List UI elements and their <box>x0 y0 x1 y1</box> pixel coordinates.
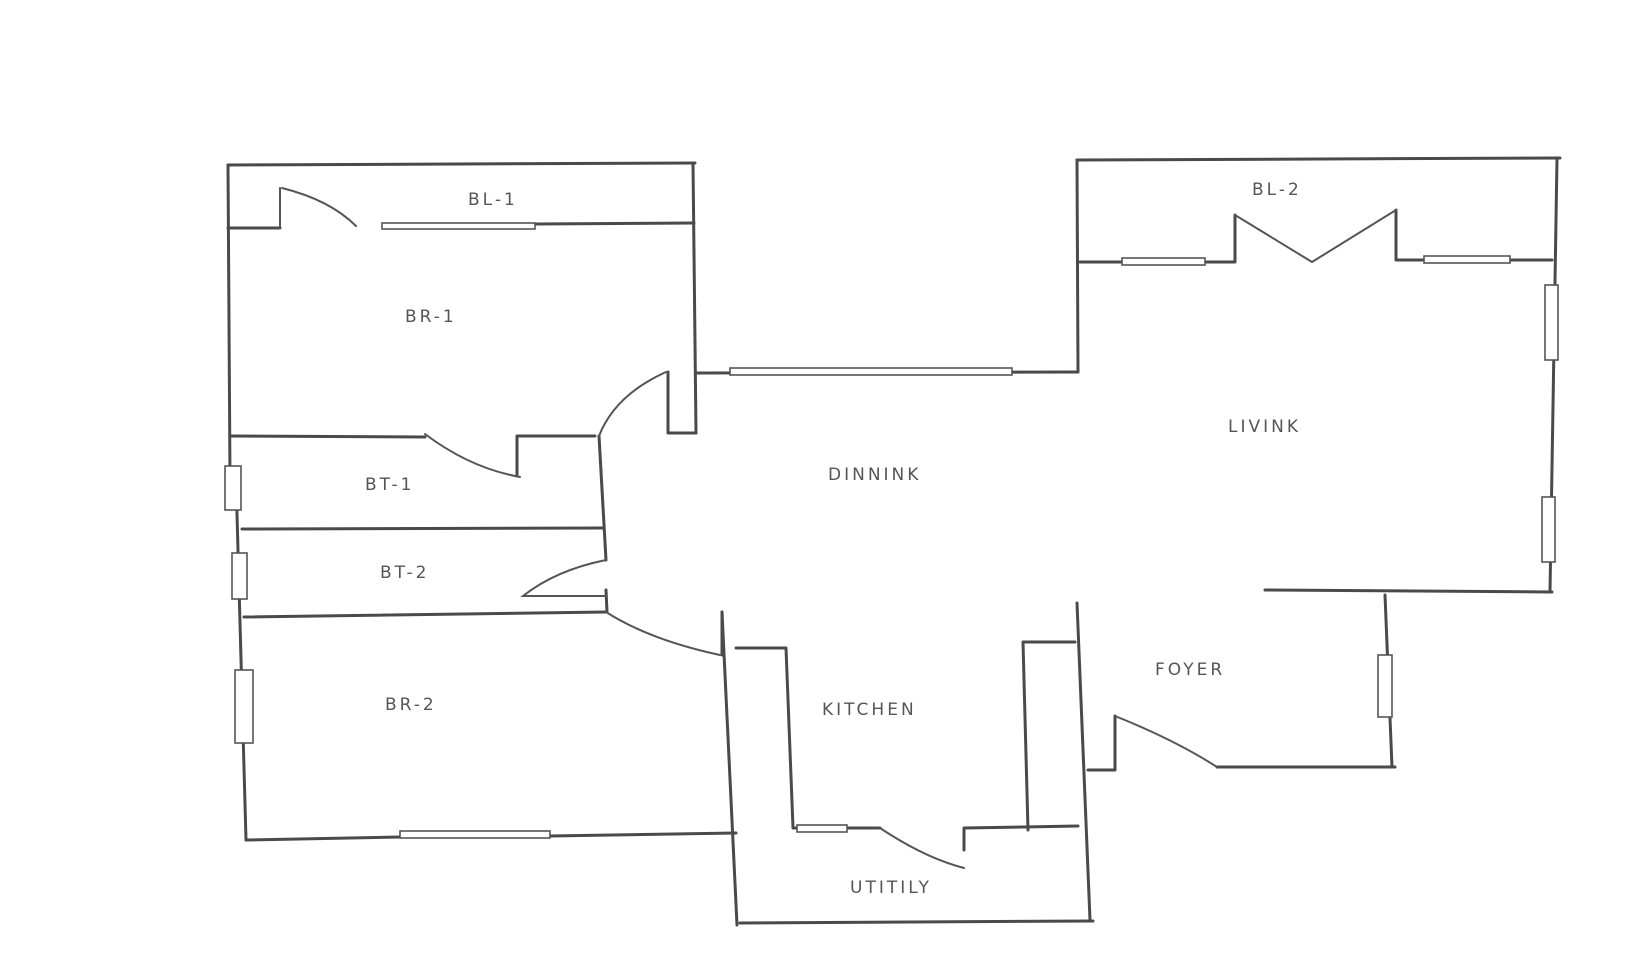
label-bt1: BT-1 <box>365 475 414 495</box>
window-living-lower <box>1541 496 1556 563</box>
window-bl2-left <box>1121 257 1206 266</box>
wall-kitchen-right-outer <box>1075 601 1092 922</box>
wall-living-bottom <box>1263 588 1554 594</box>
label-br1: BR-1 <box>405 307 457 327</box>
wall-kitchen-left-outer <box>720 610 739 927</box>
window-bt2 <box>231 552 248 600</box>
wall-bt1-bt2-divider <box>240 526 606 531</box>
label-br2: BR-2 <box>385 695 437 715</box>
window-br2-bottom <box>399 830 551 839</box>
wall-bl2-door-right <box>1394 208 1426 262</box>
wall-living-top <box>1075 156 1562 162</box>
wall-utility-bottom <box>738 919 1095 925</box>
door-foyer-entry <box>1114 715 1218 768</box>
wall-kitchen-right-jamb <box>1021 640 1077 832</box>
living-wing-walls <box>694 156 1562 772</box>
windows <box>224 222 1559 839</box>
window-living-upper <box>1544 284 1559 361</box>
bedroom-wing-walls <box>226 161 738 842</box>
door-bl1 <box>279 187 357 229</box>
wall-bedroom-left-lower <box>234 476 248 842</box>
wall-br1-top <box>226 161 697 167</box>
wall-bl2-door-left <box>1203 213 1237 264</box>
wall-br2-bottom-right <box>548 831 738 838</box>
wall-br1-right <box>691 161 698 435</box>
window-dining <box>729 367 1013 376</box>
door-bl2-double <box>1234 209 1397 263</box>
label-kitchen: KITCHEN <box>822 700 917 720</box>
room-labels: BL-1 BR-1 BT-1 BT-2 BR-2 DINNINK KITCHEN… <box>365 180 1302 898</box>
wall-bath-right <box>597 434 608 562</box>
wall-foyer-door-jamb <box>1086 714 1117 772</box>
window-kitchen <box>796 824 848 833</box>
door-bt1 <box>424 433 521 478</box>
window-bt1 <box>224 465 242 511</box>
wall-bt1-door-jamb <box>515 434 597 478</box>
window-foyer <box>1377 654 1393 718</box>
wall-kitchen-right-inner <box>962 824 1080 852</box>
wall-living-left <box>1075 158 1080 374</box>
wall-br2-bottom <box>244 835 402 842</box>
wall-br1-right-stub <box>666 370 698 435</box>
window-bl2-right <box>1423 255 1511 264</box>
wall-br1-bottom <box>228 434 427 439</box>
wall-bt2-br2-divider <box>242 610 608 619</box>
label-dining: DINNINK <box>828 465 921 485</box>
label-bl2: BL-2 <box>1252 180 1302 200</box>
wall-bl1-divider-right <box>533 221 696 226</box>
door-utility <box>879 827 965 869</box>
doors <box>279 187 1397 869</box>
wall-bt2-jamb <box>604 588 609 614</box>
wall-bedroom-left-upper <box>226 163 232 480</box>
door-br2 <box>605 611 721 656</box>
label-foyer: FOYER <box>1155 660 1225 680</box>
wall-kitchen-left-inner <box>734 646 882 830</box>
kitchen-walls <box>720 601 1095 927</box>
door-br1 <box>598 371 667 437</box>
label-utility: UTITILY <box>850 878 932 898</box>
label-living: LIVINK <box>1228 417 1301 437</box>
door-bt2 <box>520 559 607 597</box>
window-br2-side <box>234 669 254 744</box>
label-bl1: BL-1 <box>468 190 518 210</box>
window-bl1 <box>381 222 536 230</box>
label-bt2: BT-2 <box>380 563 429 583</box>
